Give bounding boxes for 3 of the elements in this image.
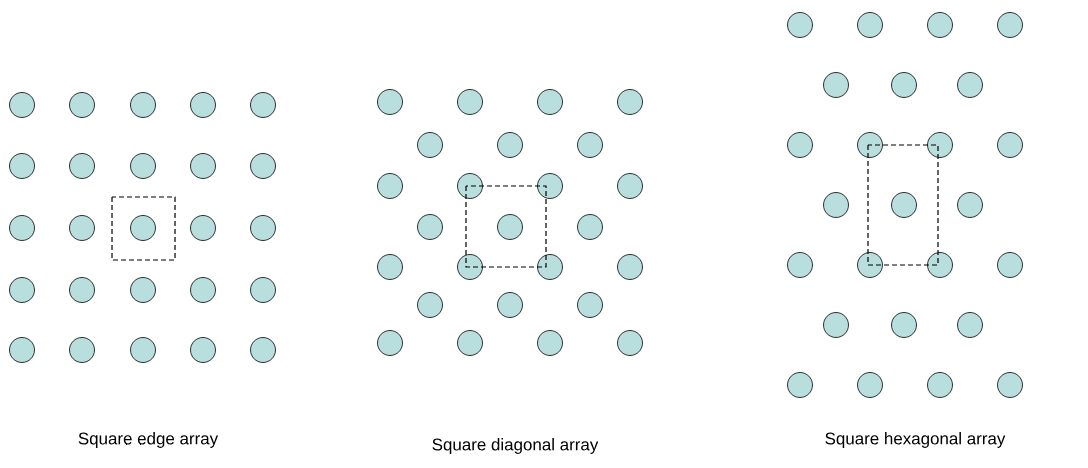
caption: Square edge array [78,432,219,448]
caption: Square hexagonal array [825,432,1006,448]
caption: Square diagonal array [432,438,599,454]
